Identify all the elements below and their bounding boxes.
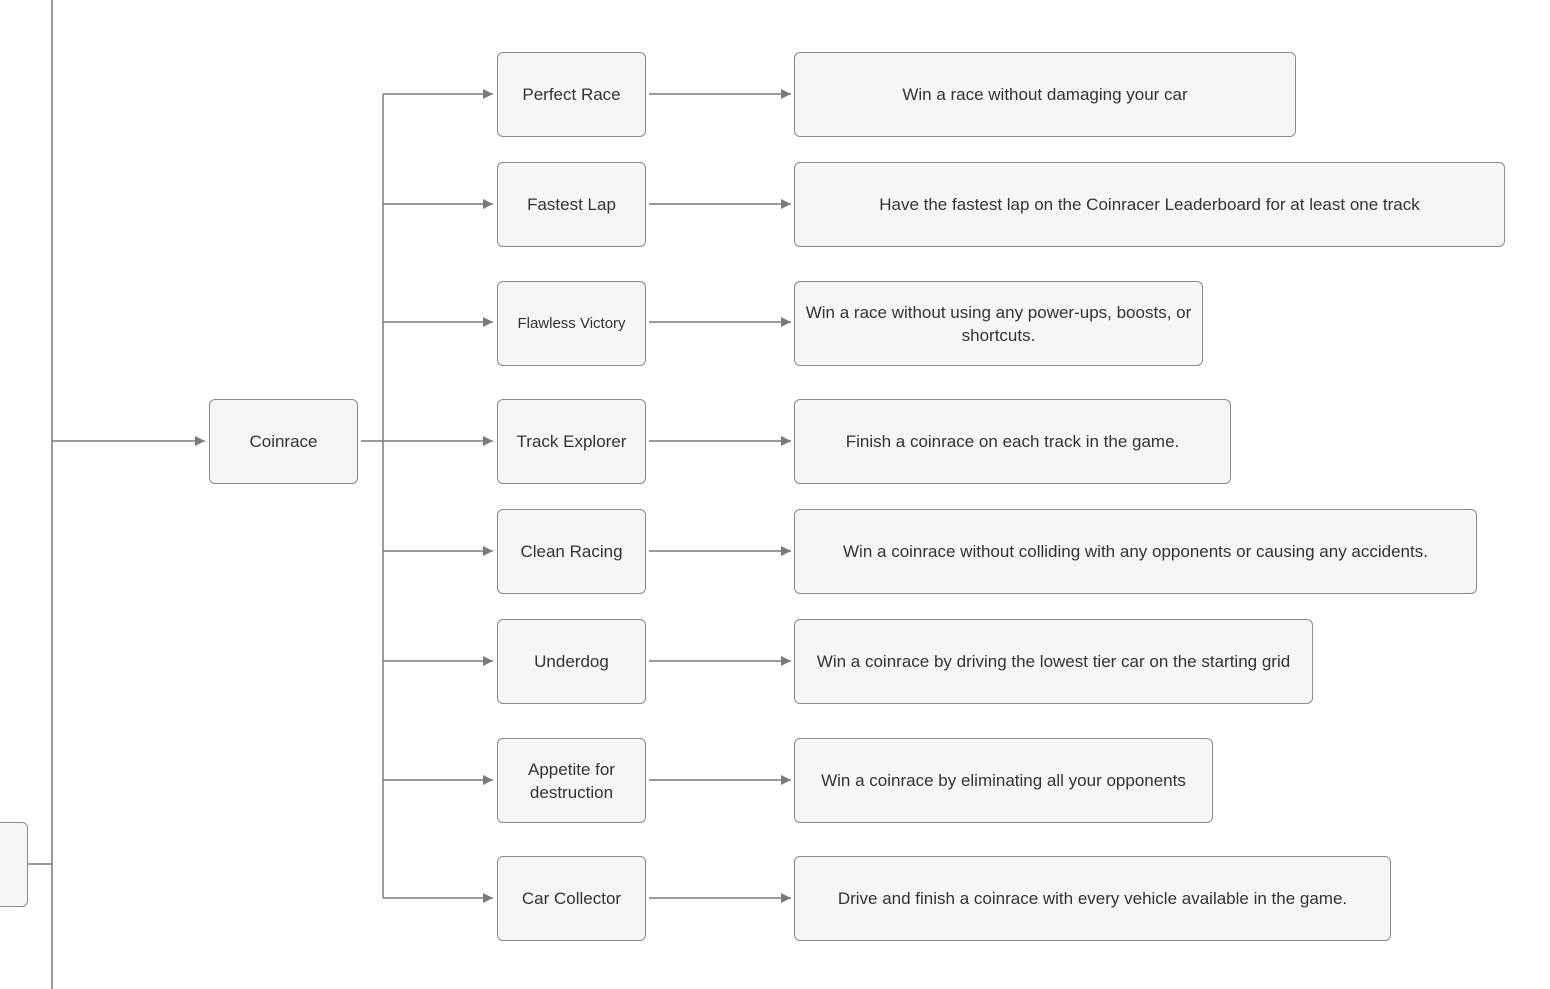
- description-node-clean-racing: Win a coinrace without colliding with an…: [794, 509, 1477, 594]
- description-node-appetite-for-destruction: Win a coinrace by eliminating all your o…: [794, 738, 1213, 823]
- achievement-node-appetite-for-destruction: Appetite for destruction: [497, 738, 646, 823]
- description-node-fastest-lap: Have the fastest lap on the Coinracer Le…: [794, 162, 1505, 247]
- achievement-node-clean-racing: Clean Racing: [497, 509, 646, 594]
- achievement-name: Underdog: [534, 652, 609, 671]
- root-node-coinrace: Coinrace: [209, 399, 358, 484]
- achievement-name: Perfect Race: [522, 85, 621, 104]
- achievement-node-car-collector: Car Collector: [497, 856, 646, 941]
- achievement-name: Appetite for destruction: [528, 759, 615, 802]
- achievement-name: Track Explorer: [516, 432, 627, 451]
- description-node-underdog: Win a coinrace by driving the lowest tie…: [794, 619, 1313, 704]
- achievement-description: Drive and finish a coinrace with every v…: [837, 889, 1348, 908]
- achievement-description: Win a race without damaging your car: [902, 85, 1188, 104]
- achievement-description: Have the fastest lap on the Coinracer Le…: [879, 195, 1420, 214]
- achievement-name: Flawless Victory: [517, 315, 626, 332]
- achievement-name: Car Collector: [521, 889, 622, 908]
- achievement-node-fastest-lap: Fastest Lap: [497, 162, 646, 247]
- description-node-flawless-victory: Win a race without using any power-ups, …: [794, 281, 1203, 366]
- description-node-perfect-race: Win a race without damaging your car: [794, 52, 1296, 137]
- achievement-name: Fastest Lap: [527, 195, 616, 214]
- description-node-car-collector: Drive and finish a coinrace with every v…: [794, 856, 1391, 941]
- root-node-label: Coinrace: [249, 432, 318, 451]
- partial-offscreen-node: [0, 822, 28, 907]
- achievement-node-underdog: Underdog: [497, 619, 646, 704]
- achievement-description: Win a coinrace without colliding with an…: [843, 542, 1428, 561]
- achievement-name: Clean Racing: [520, 542, 623, 561]
- description-node-track-explorer: Finish a coinrace on each track in the g…: [794, 399, 1231, 484]
- achievement-node-flawless-victory: Flawless Victory: [497, 281, 646, 366]
- achievement-description: Win a coinrace by driving the lowest tie…: [816, 652, 1291, 671]
- achievement-description: Win a coinrace by eliminating all your o…: [821, 771, 1186, 790]
- achievement-node-track-explorer: Track Explorer: [497, 399, 646, 484]
- achievement-node-perfect-race: Perfect Race: [497, 52, 646, 137]
- achievement-description: Finish a coinrace on each track in the g…: [845, 432, 1180, 451]
- achievement-description: Win a race without using any power-ups, …: [805, 302, 1192, 345]
